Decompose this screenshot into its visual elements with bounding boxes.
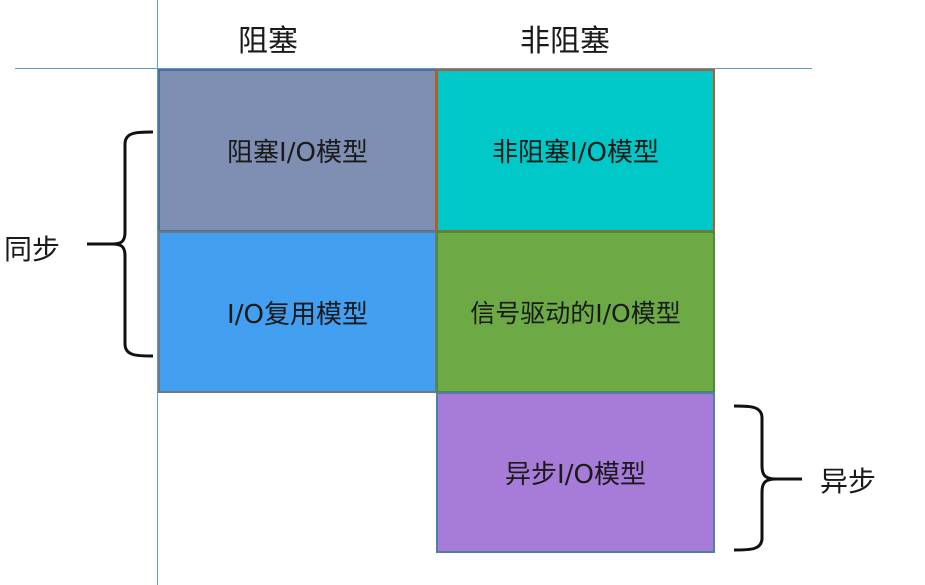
cell-label: 非阻塞I/O模型 xyxy=(492,138,659,168)
row-label-synchronous: 同步 xyxy=(4,233,61,266)
cell-label: 信号驱动的I/O模型 xyxy=(470,299,681,328)
horizontal-axis-line xyxy=(15,68,812,69)
cell-label: I/O复用模型 xyxy=(227,299,368,330)
vertical-axis-line xyxy=(157,0,158,585)
cell-label: 异步I/O模型 xyxy=(505,460,646,490)
cell-label: 阻塞I/O模型 xyxy=(227,138,368,168)
cell-signal-driven-io: 信号驱动的I/O模型 xyxy=(436,231,715,393)
cell-non-blocking-io: 非阻塞I/O模型 xyxy=(436,69,715,232)
sync-brace-icon xyxy=(87,130,154,358)
row-label-asynchronous: 异步 xyxy=(820,465,877,498)
cell-blocking-io: 阻塞I/O模型 xyxy=(158,69,437,232)
column-header-blocking: 阻塞 xyxy=(238,24,298,59)
column-header-non-blocking: 非阻塞 xyxy=(520,24,610,59)
async-brace-icon xyxy=(733,404,802,552)
cell-io-multiplexing: I/O复用模型 xyxy=(158,231,437,393)
cell-async-io: 异步I/O模型 xyxy=(436,392,715,553)
